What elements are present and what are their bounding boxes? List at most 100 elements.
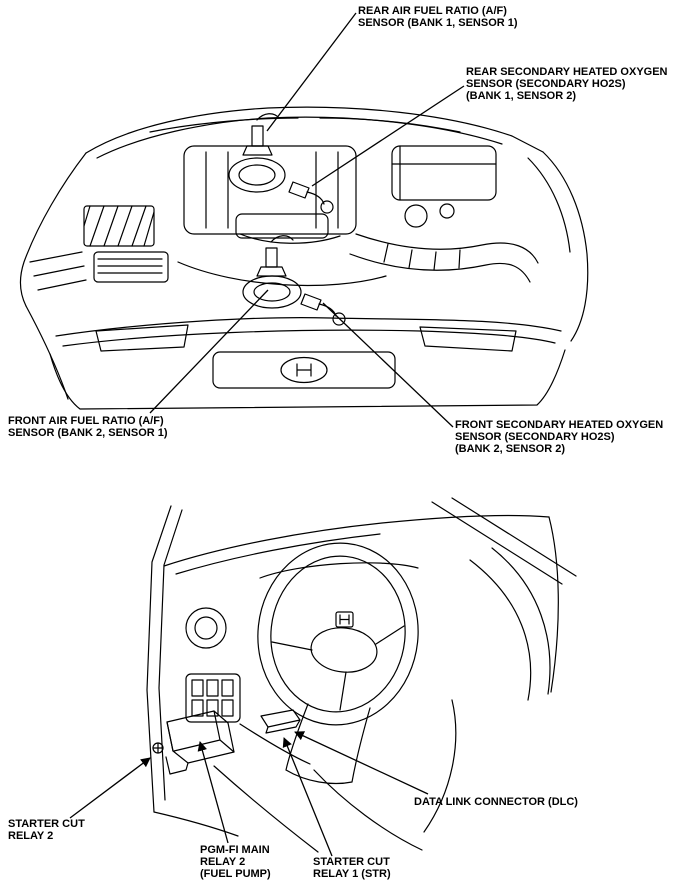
interior-leader-lines	[69, 731, 429, 857]
sensor-hex-nut	[242, 145, 273, 156]
door-sill	[153, 811, 239, 837]
arrow-starter-cut-relay-2	[69, 757, 151, 819]
left-lower-body	[25, 305, 69, 400]
battery-hatch	[83, 205, 155, 247]
leader-rear-ho2s	[311, 85, 465, 187]
switch-button	[191, 679, 204, 697]
side-vent	[185, 607, 227, 649]
dash-top	[163, 514, 550, 567]
wheel-spokes	[271, 625, 405, 711]
console-line-2	[423, 699, 457, 833]
switch-button	[221, 699, 234, 717]
sensor-body	[251, 125, 264, 147]
label-line: DATA LINK CONNECTOR (DLC)	[414, 796, 578, 808]
left-pillar	[146, 505, 172, 813]
grille	[212, 351, 396, 389]
label-line: FRONT SECONDARY HEATED OXYGEN	[455, 419, 664, 431]
air-cleaner-box	[391, 145, 497, 201]
subframe-line	[177, 261, 387, 287]
label-line: PGM-FI MAIN	[200, 844, 270, 856]
interior-illustration	[146, 497, 577, 853]
label-line: REAR SECONDARY HEATED OXYGEN	[466, 66, 668, 78]
engine-bay-illustration	[19, 106, 589, 410]
wiper-detail	[149, 117, 461, 133]
switch-button	[206, 679, 219, 697]
arrow-dlc	[294, 731, 429, 795]
sensor-hex-nut	[256, 266, 287, 277]
side-vent-inner	[194, 616, 218, 640]
bumper-bottom	[49, 349, 566, 410]
dlc-edge	[265, 719, 301, 734]
manifold-cover	[242, 275, 302, 309]
right-fender	[542, 151, 589, 342]
switch-button	[221, 679, 234, 697]
horn-badge	[335, 611, 354, 628]
logo-h	[296, 363, 312, 377]
engine-block	[183, 145, 357, 235]
label-front-ho2s: FRONT SECONDARY HEATED OXYGEN SENSOR (SE…	[455, 419, 663, 455]
air-box-lines	[391, 145, 497, 201]
switch-button	[206, 699, 219, 717]
relay-box-bracket	[165, 756, 189, 775]
steering-wheel	[257, 542, 419, 726]
right-fender-inner	[527, 157, 571, 253]
dash-top-inner	[175, 533, 381, 575]
engine-lower-detail	[239, 233, 341, 244]
label-line: SENSOR (BANK 2, SENSOR 1)	[8, 427, 168, 439]
console-line-1	[313, 769, 423, 851]
intake-duct-top	[355, 233, 539, 264]
cowl-inner-line	[96, 116, 503, 159]
wheel-hub	[310, 627, 378, 673]
bumper-mid	[62, 329, 556, 347]
intake-duct-bottom	[349, 253, 531, 283]
leader-front-af-sensor	[149, 289, 269, 414]
label-line: RELAY 2	[8, 830, 54, 842]
lower-dash-line	[239, 723, 311, 765]
label-line: RELAY 1 (STR)	[313, 868, 391, 880]
left-pillar-inner	[158, 509, 183, 801]
right-dash-edge	[548, 516, 559, 693]
label-pgm-fi-main-relay-2: PGM-FI MAIN RELAY 2 (FUEL PUMP)	[200, 844, 271, 880]
manifold-cover-inner	[253, 282, 291, 302]
sensor-body	[265, 247, 278, 268]
right-dash-lines	[469, 547, 551, 701]
left-detail-lines	[29, 251, 87, 291]
label-line: (BANK 1, SENSOR 2)	[466, 90, 577, 102]
label-line: SENSOR (BANK 1, SENSOR 1)	[358, 17, 518, 29]
wheel-outer-rim	[257, 542, 419, 726]
label-line: STARTER CUT	[313, 856, 390, 868]
wheel-inner-rim	[270, 555, 406, 713]
manifold-cover	[228, 157, 286, 193]
switch-button	[191, 699, 204, 717]
fuse-box	[93, 251, 169, 283]
sensor-body	[288, 181, 310, 199]
label-line: SENSOR (SECONDARY HO2S)	[455, 431, 615, 443]
floor-line	[213, 765, 319, 853]
sensor-wire	[270, 235, 294, 243]
reservoir-cap	[404, 204, 428, 228]
steering-column	[285, 703, 371, 785]
arrow-pgm-fi-main-relay-2	[197, 741, 229, 844]
intake-plenum	[235, 213, 329, 239]
engine-leader-lines	[149, 12, 465, 428]
leader-front-ho2s	[322, 302, 454, 428]
sensor-connector	[320, 200, 334, 214]
rear-af-sensor-part	[228, 113, 286, 193]
switch-panel	[185, 673, 241, 723]
sensor-body	[300, 293, 322, 311]
small-cap	[439, 203, 455, 219]
bumper-top	[55, 317, 562, 337]
left-headlight	[95, 324, 189, 352]
label-data-link-connector: DATA LINK CONNECTOR (DLC)	[414, 796, 578, 808]
right-headlight	[419, 326, 517, 352]
label-line: (FUEL PUMP)	[200, 868, 271, 880]
dlc-body	[260, 709, 301, 728]
label-line: SENSOR (SECONDARY HO2S)	[466, 78, 626, 90]
leader-rear-af-sensor	[266, 12, 357, 132]
engine-ribs	[205, 151, 339, 229]
badge-h	[339, 614, 350, 625]
label-front-af-sensor: FRONT AIR FUEL RATIO (A/F) SENSOR (BANK …	[8, 415, 168, 439]
cluster-hood	[259, 562, 419, 579]
